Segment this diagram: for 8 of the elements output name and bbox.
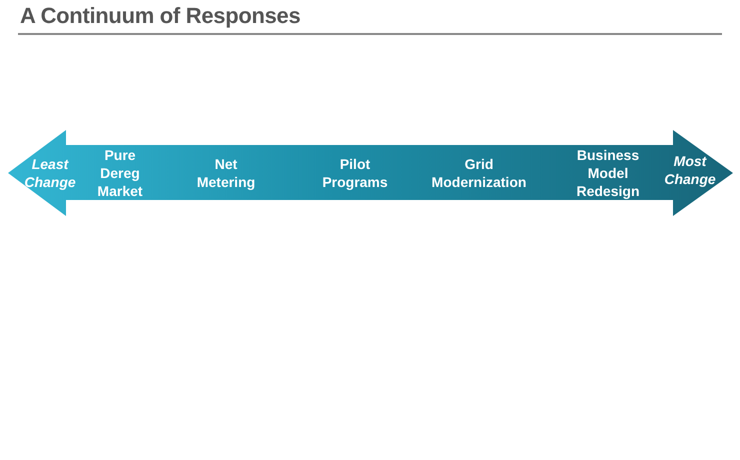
response-label: Pilot Programs [321, 155, 389, 191]
title: A Continuum of Responses [20, 3, 300, 29]
response-label: Net Metering [196, 155, 256, 191]
end-label: Most Change [663, 152, 717, 188]
end-label: Least Change [23, 155, 77, 191]
response-label: Grid Modernization [430, 155, 528, 191]
response-label: Pure Dereg Market [96, 146, 144, 200]
response-label: Business Model Redesign [575, 146, 640, 200]
